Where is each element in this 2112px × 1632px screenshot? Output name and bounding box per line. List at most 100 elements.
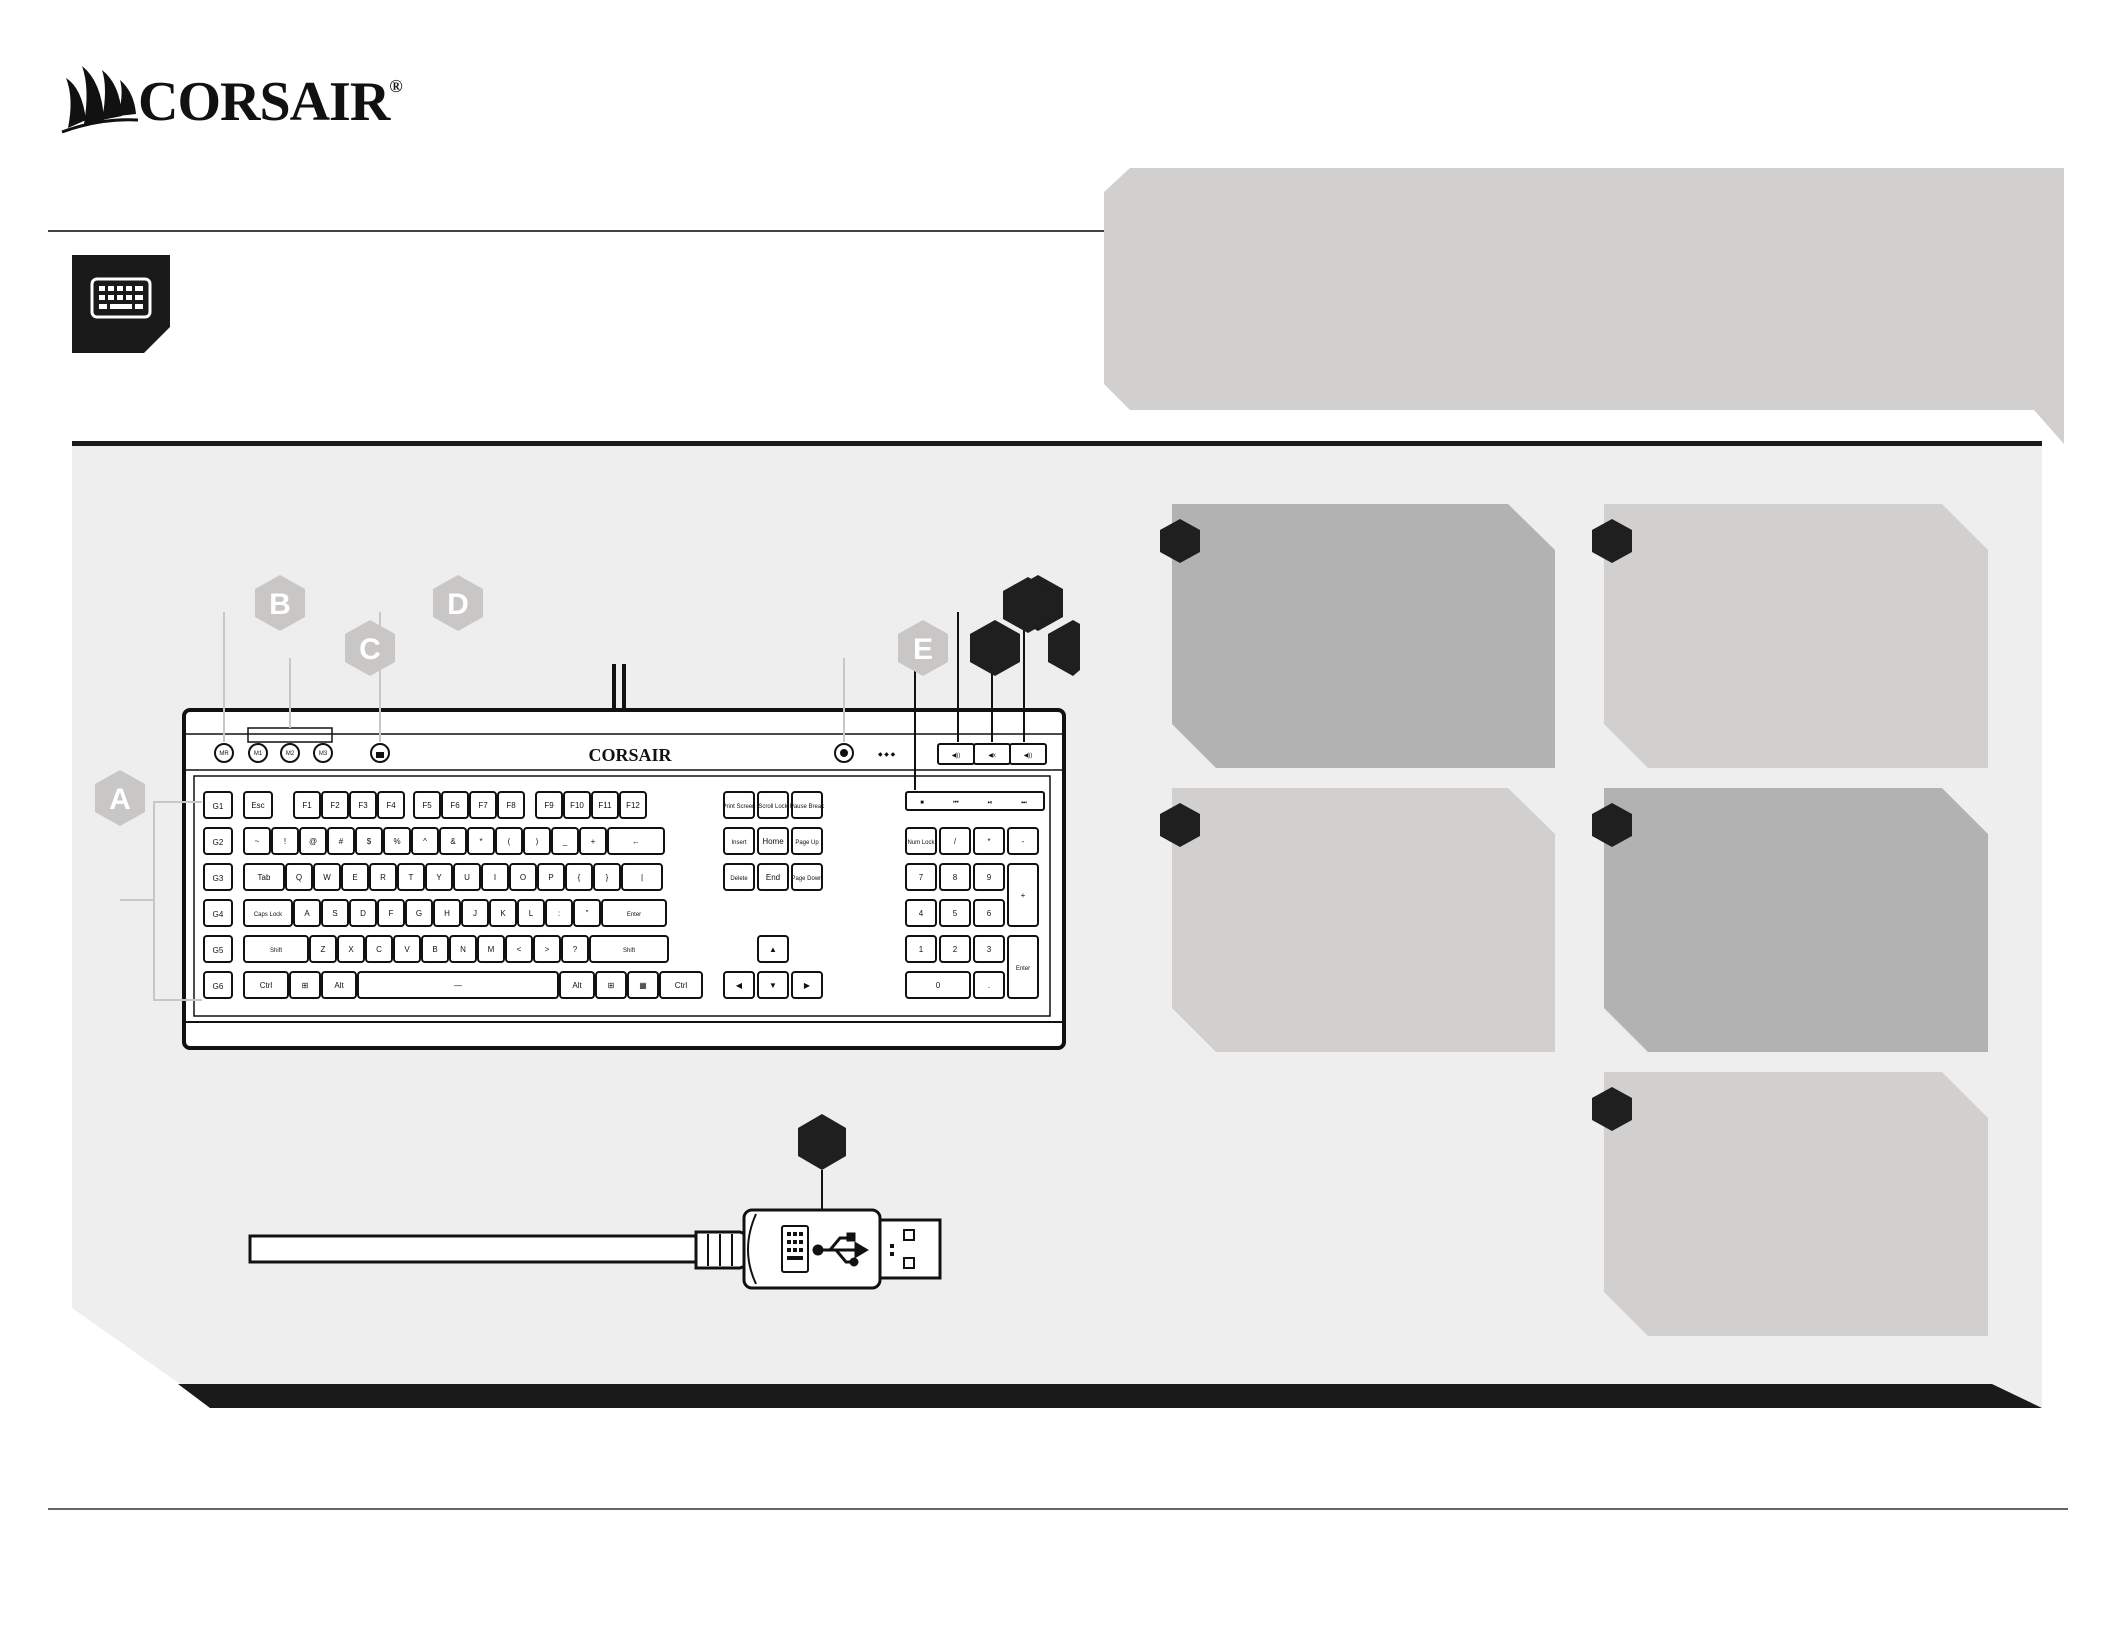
svg-text:N: N	[460, 945, 466, 954]
key-nav: Home	[757, 827, 789, 855]
key-function: F10	[563, 791, 591, 819]
info-panels	[1160, 504, 1988, 1336]
svg-text:D: D	[360, 909, 366, 918]
svg-text:Y: Y	[436, 873, 442, 882]
key: G	[405, 899, 433, 927]
key: V	[393, 935, 421, 963]
svg-text:F9: F9	[544, 801, 554, 810]
svg-text:←: ←	[632, 837, 640, 846]
usb-icon	[812, 1232, 869, 1267]
key-numpad: 7	[905, 863, 937, 891]
key-function: F5	[413, 791, 441, 819]
key: X	[337, 935, 365, 963]
media-keys: ■ ⏮ ⏯ ⏭	[905, 791, 1045, 811]
key-nav: Print Screen	[722, 791, 756, 819]
svg-text:_: _	[562, 837, 568, 846]
key: )	[523, 827, 551, 855]
svg-text:▼: ▼	[769, 981, 777, 990]
svg-text:M3: M3	[319, 751, 328, 757]
svg-text:1: 1	[919, 945, 924, 954]
svg-text:MR: MR	[219, 751, 229, 757]
svg-text:8: 8	[953, 873, 958, 882]
svg-text:◀)): ◀))	[1024, 753, 1033, 759]
svg-text:End: End	[766, 873, 780, 882]
svg-text:■: ■	[920, 800, 924, 806]
key: T	[397, 863, 425, 891]
key-function: F12	[619, 791, 647, 819]
svg-text:Esc: Esc	[251, 801, 264, 810]
svg-text:M2: M2	[286, 751, 295, 757]
svg-text:O: O	[520, 873, 526, 882]
key: ?	[561, 935, 589, 963]
svg-text:R: R	[380, 873, 386, 882]
key: {	[565, 863, 593, 891]
svg-text:0: 0	[936, 981, 941, 990]
key: R	[369, 863, 397, 891]
svg-text:$: $	[367, 837, 372, 846]
svg-text:Pause Break: Pause Break	[790, 804, 825, 810]
svg-text:5: 5	[953, 909, 958, 918]
svg-text:{: {	[578, 873, 581, 882]
key: J	[461, 899, 489, 927]
key-arrow-left: ◀	[723, 971, 755, 999]
svg-text:Ctrl: Ctrl	[260, 981, 273, 990]
key: I	[481, 863, 509, 891]
g-keys: G1 G2 G3 G4 G5 G6	[203, 791, 233, 999]
svg-text:—: —	[454, 981, 462, 990]
key: >	[533, 935, 561, 963]
svg-text:%: %	[393, 837, 400, 846]
callout-e	[898, 620, 948, 676]
key: U	[453, 863, 481, 891]
svg-text:Page Up: Page Up	[795, 840, 819, 846]
svg-text:(: (	[508, 837, 511, 846]
svg-text:X: X	[348, 945, 354, 954]
svg-text:Insert: Insert	[731, 840, 746, 846]
svg-text:A: A	[304, 909, 310, 918]
key-numpad-enter: Enter	[1007, 935, 1039, 999]
key-nav: Pause Break	[790, 791, 825, 819]
key-nav: Scroll Lock	[757, 791, 789, 819]
key-alt: Alt	[321, 971, 357, 999]
svg-text:⏯: ⏯	[988, 800, 993, 806]
header-divider	[48, 230, 1104, 232]
callout-c	[345, 620, 395, 676]
key: +	[579, 827, 607, 855]
key-function: F3	[349, 791, 377, 819]
svg-text:B: B	[432, 945, 437, 954]
key: ~	[243, 827, 271, 855]
svg-text:>: >	[545, 945, 550, 954]
svg-text:I: I	[494, 873, 496, 882]
svg-text:Delete: Delete	[730, 876, 748, 882]
svg-text:F7: F7	[478, 801, 488, 810]
svg-text:@: @	[309, 837, 317, 846]
svg-text:9: 9	[987, 873, 992, 882]
svg-text:G5: G5	[213, 946, 224, 955]
key: A	[293, 899, 321, 927]
key-numpad: Num Lock	[905, 827, 937, 855]
svg-text:⏭: ⏭	[1021, 800, 1027, 806]
svg-text:^: ^	[423, 837, 427, 846]
key: "	[573, 899, 601, 927]
svg-text:T: T	[409, 873, 414, 882]
key-numpad: *	[973, 827, 1005, 855]
svg-text:*: *	[987, 837, 990, 846]
key-windows: ⊞	[595, 971, 627, 999]
key-function: F7	[469, 791, 497, 819]
svg-text:2: 2	[953, 945, 958, 954]
key-tab: Tab	[243, 863, 285, 891]
key-nav: Insert	[723, 827, 755, 855]
svg-text:|: |	[641, 873, 643, 882]
svg-text:): )	[536, 837, 539, 846]
marker-hex	[1048, 620, 1080, 676]
svg-text::: :	[558, 909, 560, 918]
svg-text:Alt: Alt	[572, 981, 582, 990]
key-function: F2	[321, 791, 349, 819]
marker-hex	[1003, 577, 1053, 633]
key-numpad: 8	[939, 863, 971, 891]
svg-text:◀: ◀	[736, 981, 743, 990]
key-numpad: 3	[973, 935, 1005, 963]
svg-text:4: 4	[919, 909, 924, 918]
svg-text:Page Down: Page Down	[791, 876, 822, 882]
